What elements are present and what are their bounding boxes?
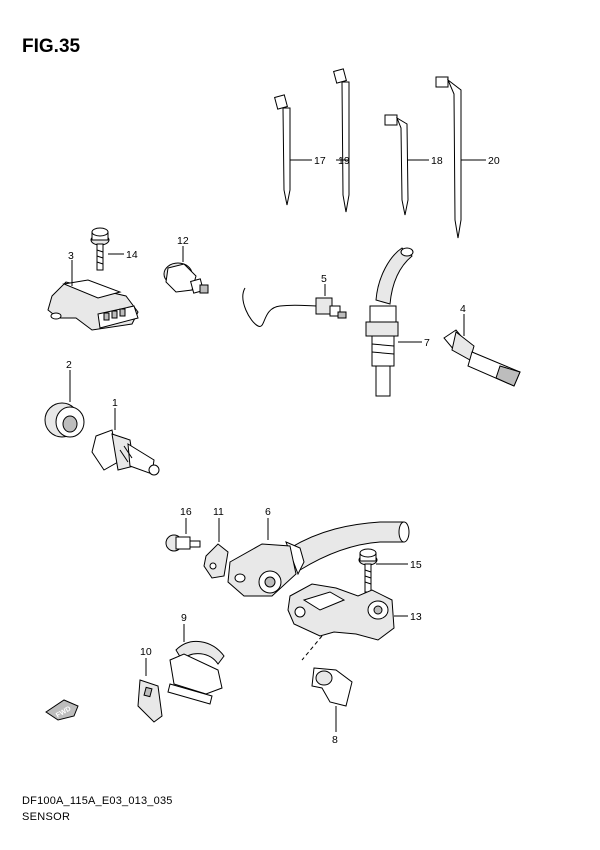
temp-switch-12	[163, 246, 209, 294]
part-label-9: 9	[181, 612, 187, 624]
sensor-6	[227, 518, 410, 597]
bolt-16	[165, 518, 201, 552]
part-label-5: 5	[321, 273, 327, 285]
map-sensor-3	[47, 260, 139, 331]
part-label-3: 3	[68, 250, 74, 262]
figure-code: DF100A_115A_E03_013_035	[22, 795, 173, 807]
figure-name: SENSOR	[22, 811, 71, 823]
sensor-7	[365, 247, 422, 397]
part-label-2: 2	[66, 359, 72, 371]
plate-10	[137, 658, 163, 723]
part-label-20: 20	[488, 155, 500, 167]
part-label-18: 18	[431, 155, 443, 167]
part-label-8: 8	[332, 734, 338, 746]
clamp-9	[167, 624, 225, 705]
part-label-17: 17	[314, 155, 326, 167]
part-label-1: 1	[112, 397, 118, 409]
bolt-14	[90, 227, 124, 271]
part-label-6: 6	[265, 506, 271, 518]
figure-title: FIG.35	[22, 36, 81, 57]
part-label-11: 11	[213, 506, 224, 518]
part-label-7: 7	[424, 337, 430, 349]
cable-tie-18	[384, 114, 429, 216]
part-label-12: 12	[177, 235, 189, 247]
part-label-15: 15	[410, 559, 422, 571]
part-label-19: 19	[338, 155, 350, 167]
part-label-13: 13	[410, 611, 422, 623]
part-label-16: 16	[180, 506, 192, 518]
sensor-1	[91, 408, 160, 476]
part-label-14: 14	[126, 249, 138, 261]
sensor-4	[443, 314, 521, 387]
part-label-10: 10	[140, 646, 152, 658]
part-label-4: 4	[460, 303, 466, 315]
cable-tie-20	[435, 76, 486, 239]
fwd-direction-badge: FWD	[45, 699, 79, 721]
bolt-15	[358, 548, 408, 593]
cable-tie-17	[274, 94, 312, 206]
cable-tie-19	[333, 68, 350, 213]
bracket-13	[287, 583, 408, 661]
sensor-5	[242, 284, 347, 327]
grommet-2	[44, 370, 85, 438]
clamp-11	[203, 518, 229, 579]
sensor-8	[311, 667, 353, 732]
